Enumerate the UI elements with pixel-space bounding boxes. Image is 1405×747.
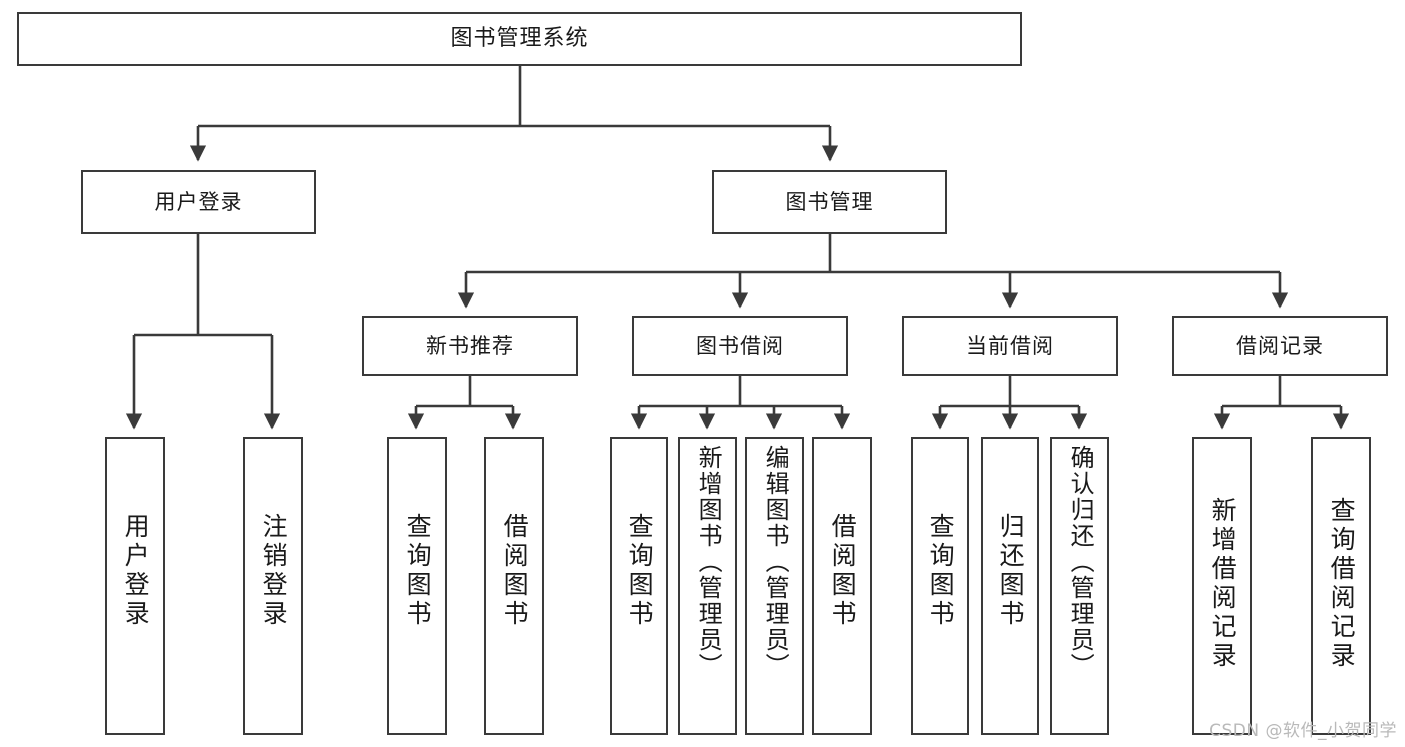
node-book-manage[interactable]: 图书管理 bbox=[712, 170, 947, 234]
node-label: 当前借阅 bbox=[966, 333, 1054, 358]
leaf-query-book-1[interactable]: 查询图书 bbox=[387, 437, 447, 735]
node-label: 用户登录 bbox=[121, 513, 151, 629]
leaf-confirm-return[interactable]: 确认归还（管理员） bbox=[1050, 437, 1109, 735]
leaf-logout-login[interactable]: 注销登录 bbox=[243, 437, 303, 735]
csdn-watermark: CSDN @软件_小贺同学 bbox=[1209, 721, 1397, 741]
leaf-borrow-book-2[interactable]: 借阅图书 bbox=[812, 437, 872, 735]
node-label: 新书推荐 bbox=[426, 333, 514, 358]
node-label: 借阅图书 bbox=[500, 513, 530, 629]
leaf-query-book-3[interactable]: 查询图书 bbox=[911, 437, 969, 735]
node-label: 编辑图书（管理员） bbox=[761, 445, 790, 679]
leaf-add-book[interactable]: 新增图书（管理员） bbox=[678, 437, 737, 735]
leaf-borrow-book-1[interactable]: 借阅图书 bbox=[484, 437, 544, 735]
node-label: 新增借阅记录 bbox=[1208, 497, 1238, 671]
node-label: 图书管理系统 bbox=[450, 26, 589, 52]
node-label: 查询图书 bbox=[625, 513, 655, 629]
node-label: 图书管理 bbox=[785, 189, 874, 214]
node-label: 查询图书 bbox=[926, 513, 956, 629]
node-label: 借阅记录 bbox=[1236, 333, 1324, 358]
node-label: 图书借阅 bbox=[696, 333, 784, 358]
node-label: 用户登录 bbox=[154, 189, 243, 214]
node-borrow-record[interactable]: 借阅记录 bbox=[1172, 316, 1388, 376]
leaf-query-book-2[interactable]: 查询图书 bbox=[610, 437, 668, 735]
node-root-system[interactable]: 图书管理系统 bbox=[17, 12, 1022, 66]
node-label: 确认归还（管理员） bbox=[1066, 445, 1095, 679]
node-label: 新增图书（管理员） bbox=[694, 445, 723, 679]
node-label: 借阅图书 bbox=[828, 513, 858, 629]
leaf-user-login[interactable]: 用户登录 bbox=[105, 437, 165, 735]
node-user-login[interactable]: 用户登录 bbox=[81, 170, 316, 234]
node-label: 查询借阅记录 bbox=[1327, 497, 1357, 671]
leaf-add-record[interactable]: 新增借阅记录 bbox=[1192, 437, 1252, 735]
node-new-book-recommend[interactable]: 新书推荐 bbox=[362, 316, 578, 376]
node-label: 查询图书 bbox=[403, 513, 433, 629]
leaf-query-record[interactable]: 查询借阅记录 bbox=[1311, 437, 1371, 735]
node-label: 归还图书 bbox=[996, 513, 1026, 629]
leaf-return-book[interactable]: 归还图书 bbox=[981, 437, 1039, 735]
node-label: 注销登录 bbox=[259, 513, 289, 629]
leaf-edit-book[interactable]: 编辑图书（管理员） bbox=[745, 437, 804, 735]
node-current-borrow[interactable]: 当前借阅 bbox=[902, 316, 1118, 376]
node-book-borrow[interactable]: 图书借阅 bbox=[632, 316, 848, 376]
